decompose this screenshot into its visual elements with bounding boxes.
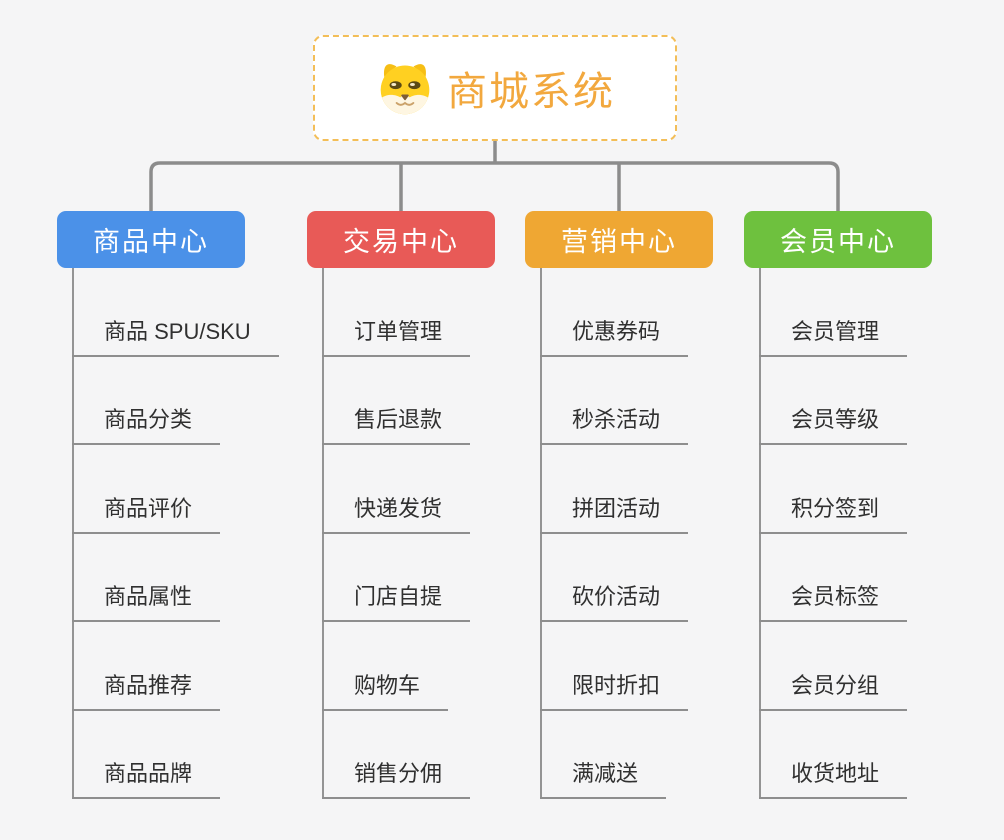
leaf-node[interactable]: 砍价活动 bbox=[540, 579, 689, 622]
branch-items: 商品 SPU/SKU 商品分类 商品评价 商品属性 商品推荐 商品品牌 bbox=[72, 268, 279, 799]
leaf-node[interactable]: 会员等级 bbox=[759, 402, 908, 445]
leaf-node[interactable]: 销售分佣 bbox=[322, 756, 471, 799]
branch-label: 交易中心 bbox=[343, 227, 459, 257]
branch-node-trade-center[interactable]: 交易中心 bbox=[307, 211, 495, 268]
leaf-node[interactable]: 商品品牌 bbox=[72, 756, 221, 799]
leaf-node[interactable]: 商品 SPU/SKU bbox=[72, 314, 279, 357]
leaf-node[interactable]: 拼团活动 bbox=[540, 491, 689, 534]
outer-connector-line bbox=[149, 161, 840, 212]
branch-label: 商品中心 bbox=[93, 227, 209, 257]
branch-trade-center: 交易中心 订单管理 售后退款 快递发货 门店自提 购物车 销售分佣 bbox=[307, 211, 495, 799]
branch-items: 订单管理 售后退款 快递发货 门店自提 购物车 销售分佣 bbox=[322, 268, 471, 799]
leaf-node[interactable]: 商品评价 bbox=[72, 491, 221, 534]
leaf-node[interactable]: 满减送 bbox=[540, 756, 667, 799]
branch-node-marketing-center[interactable]: 营销中心 bbox=[525, 211, 713, 268]
leaf-node[interactable]: 商品分类 bbox=[72, 402, 221, 445]
branch-node-member-center[interactable]: 会员中心 bbox=[744, 211, 932, 268]
leaf-node[interactable]: 门店自提 bbox=[322, 579, 471, 622]
branch-items: 会员管理 会员等级 积分签到 会员标签 会员分组 收货地址 bbox=[759, 268, 908, 799]
branch-label: 营销中心 bbox=[561, 227, 677, 257]
branch-spine-line bbox=[322, 268, 324, 799]
leaf-node[interactable]: 商品属性 bbox=[72, 579, 221, 622]
leaf-node[interactable]: 商品推荐 bbox=[72, 668, 221, 711]
leaf-node[interactable]: 订单管理 bbox=[322, 314, 471, 357]
branch-spine-line bbox=[759, 268, 761, 799]
branch-items: 优惠券码 秒杀活动 拼团活动 砍价活动 限时折扣 满减送 bbox=[540, 268, 689, 799]
branch-node-product-center[interactable]: 商品中心 bbox=[57, 211, 245, 268]
leaf-node[interactable]: 快递发货 bbox=[322, 491, 471, 534]
root-node[interactable]: 商城系统 bbox=[313, 35, 677, 141]
branch-spine-line bbox=[72, 268, 74, 799]
branch-product-center: 商品中心 商品 SPU/SKU 商品分类 商品评价 商品属性 商品推荐 商品品牌 bbox=[57, 211, 279, 799]
leaf-node[interactable]: 售后退款 bbox=[322, 402, 471, 445]
leaf-node[interactable]: 限时折扣 bbox=[540, 668, 689, 711]
branch-label: 会员中心 bbox=[780, 227, 896, 257]
dog-face-icon bbox=[380, 64, 430, 115]
leaf-node[interactable]: 优惠券码 bbox=[540, 314, 689, 357]
leaf-node[interactable]: 秒杀活动 bbox=[540, 402, 689, 445]
branch-marketing-center: 营销中心 优惠券码 秒杀活动 拼团活动 砍价活动 限时折扣 满减送 bbox=[525, 211, 713, 799]
leaf-node[interactable]: 购物车 bbox=[322, 668, 449, 711]
branch-member-center: 会员中心 会员管理 会员等级 积分签到 会员标签 会员分组 收货地址 bbox=[744, 211, 932, 799]
leaf-node[interactable]: 积分签到 bbox=[759, 491, 908, 534]
leaf-node[interactable]: 会员管理 bbox=[759, 314, 908, 357]
leaf-node[interactable]: 收货地址 bbox=[759, 756, 908, 799]
branch-spine-line bbox=[540, 268, 542, 799]
leaf-node[interactable]: 会员分组 bbox=[759, 668, 908, 711]
root-title: 商城系统 bbox=[447, 70, 615, 114]
leaf-node[interactable]: 会员标签 bbox=[759, 579, 908, 622]
